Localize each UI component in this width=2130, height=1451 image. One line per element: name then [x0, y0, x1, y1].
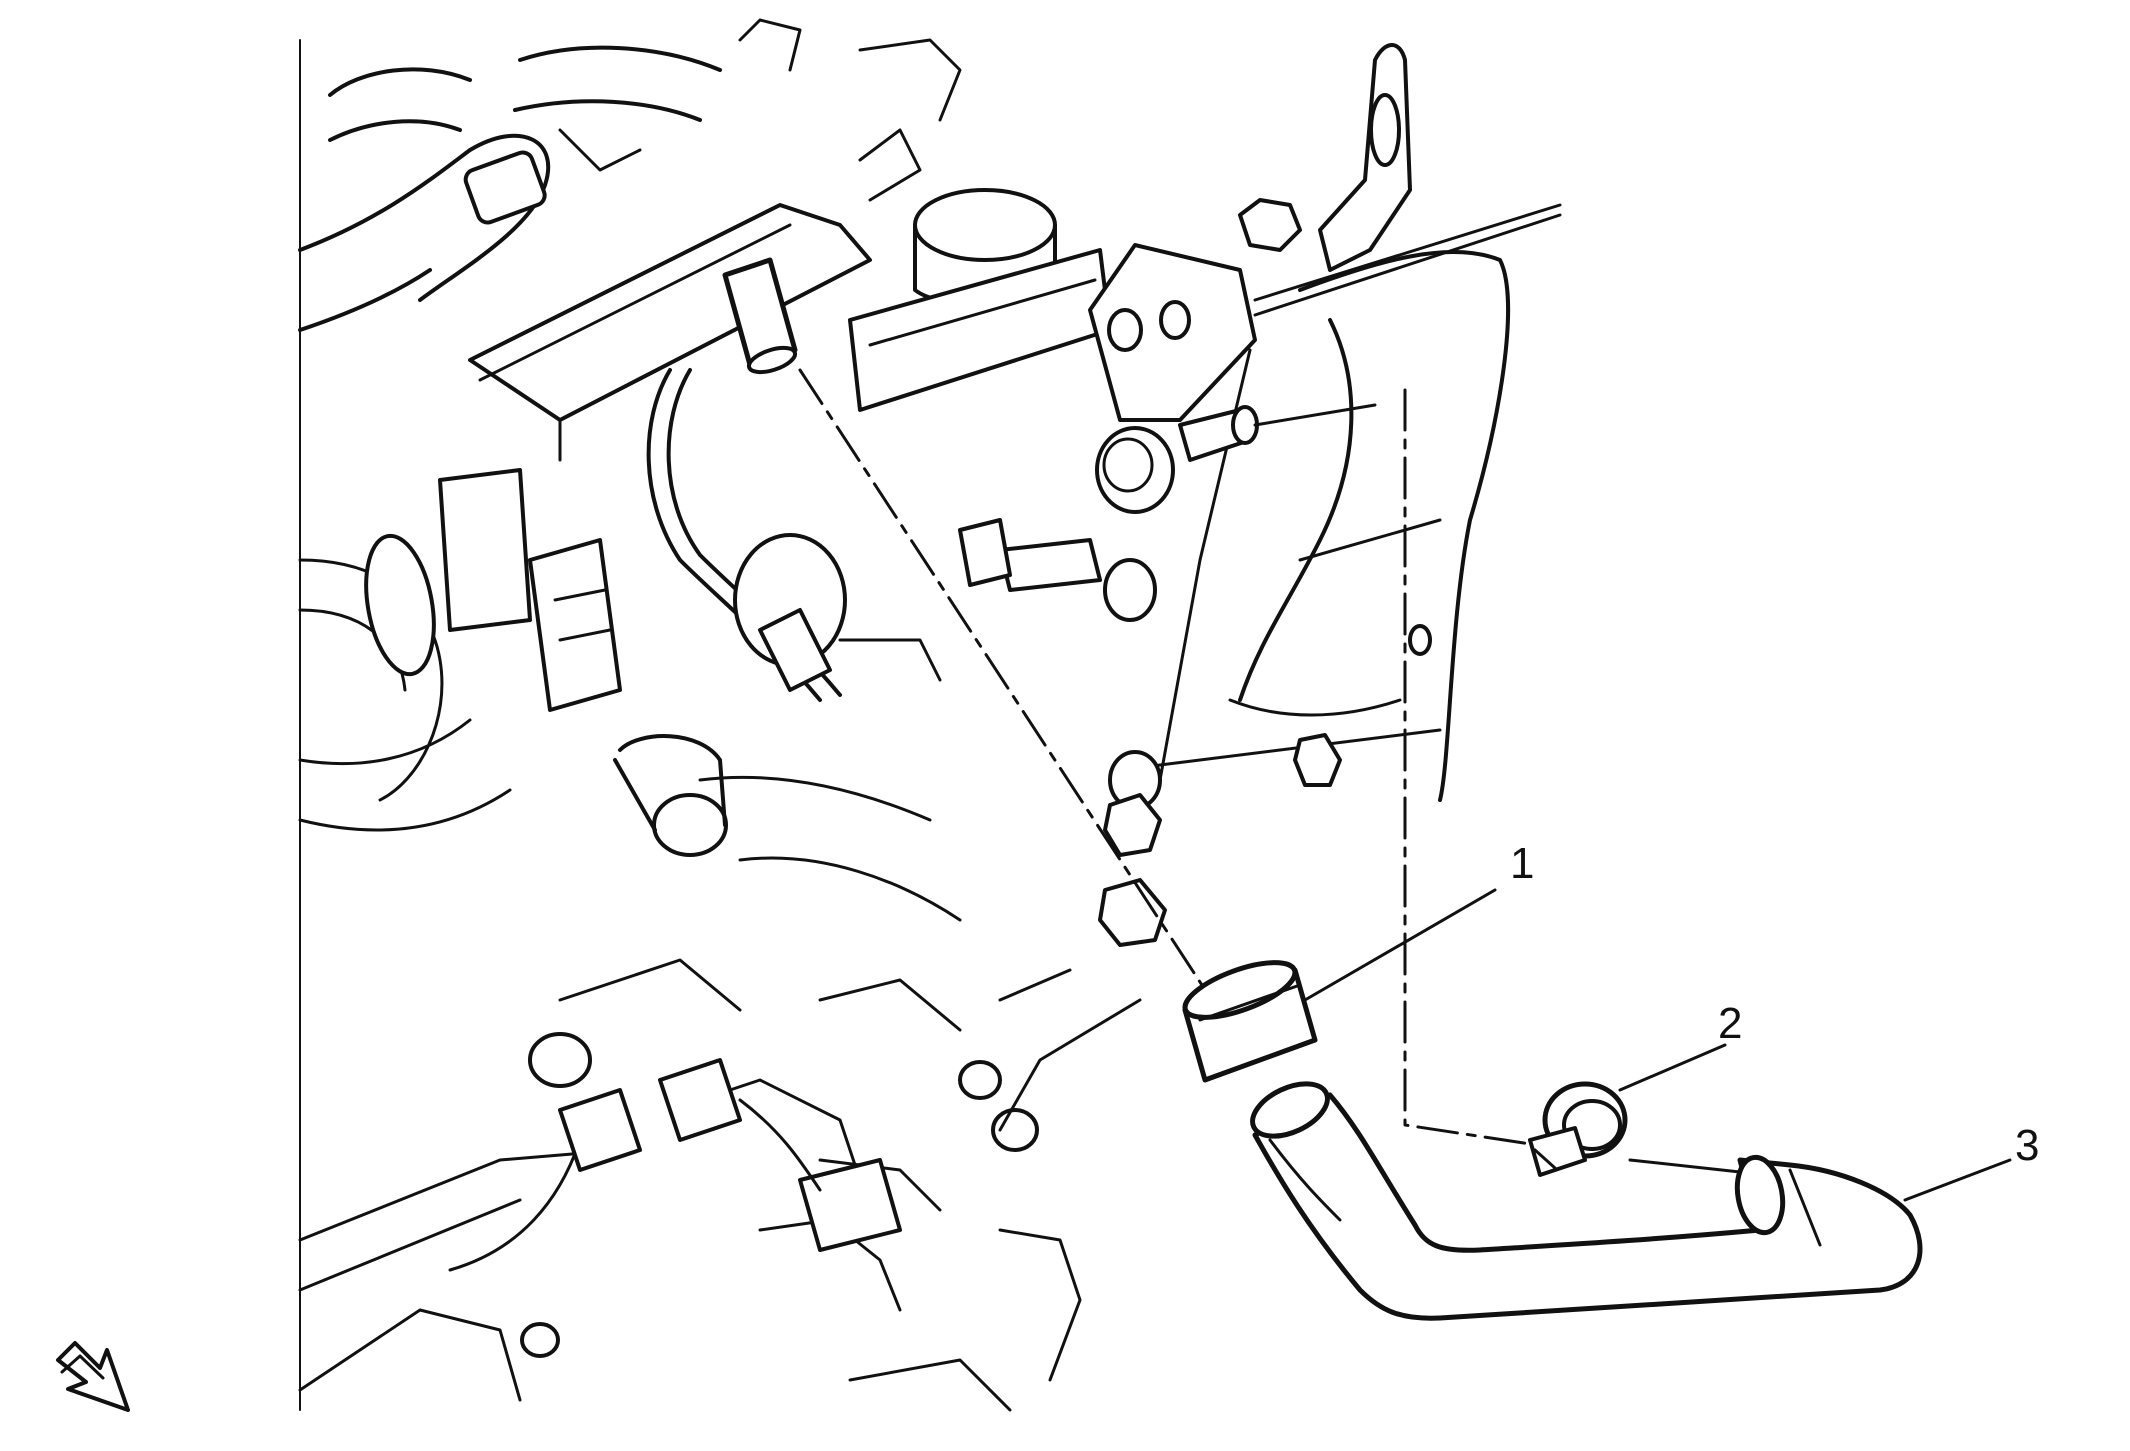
injector-connector [438, 468, 622, 712]
round-plug [1095, 426, 1175, 514]
part-3-coolant-hose [1250, 1081, 1923, 1321]
intake-hose [298, 133, 551, 832]
callout-1-label: 1 [1510, 839, 1534, 888]
fuel-rail-sleeve [722, 257, 798, 375]
part-2-hose-clamp [1528, 1081, 1628, 1177]
callout-3: 3 [1903, 1121, 2039, 1202]
fuel-pump [848, 188, 1112, 412]
bolt-upper [1238, 198, 1302, 252]
assembly-guide-lines [798, 368, 1742, 1174]
engine-assembly [298, 18, 1562, 1412]
coolant-outlet [613, 734, 728, 857]
upper-hoses [328, 18, 962, 225]
callout-2: 2 [1618, 999, 1742, 1092]
part-1-sleeve [1182, 960, 1318, 1083]
fitting-pipe [958, 518, 1157, 622]
pressure-sensor [733, 533, 942, 692]
mounting-bolts [1098, 624, 1432, 947]
callout-1: 1 [1303, 839, 1534, 1002]
view-direction-arrow-icon [56, 1341, 130, 1412]
callout-2-label: 2 [1718, 999, 1742, 1048]
mounting-bracket [1088, 43, 1562, 422]
coolant-fitting [1178, 403, 1377, 462]
callout-3-label: 3 [2015, 1121, 2039, 1170]
wiring-harness [558, 1058, 902, 1252]
